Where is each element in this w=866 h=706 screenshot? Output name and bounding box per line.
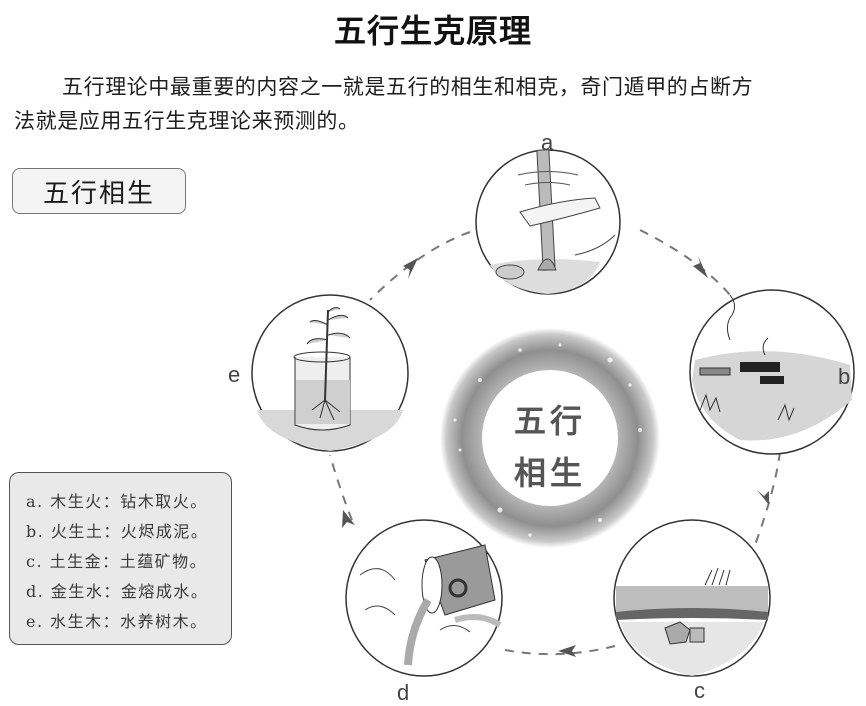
node-label-e: e — [228, 362, 241, 387]
illustration-e-plant-in-water — [251, 294, 409, 452]
illustration-b-burnt-ground — [689, 289, 855, 455]
illustration-d-molten-metal — [345, 519, 503, 677]
legend-item-c: c. 土生金：土蕴矿物。 — [26, 552, 208, 571]
section-label-mutual-generation: 五行相生 — [12, 168, 186, 214]
arrow-e-to-a — [403, 258, 418, 279]
page-title: 五行生克原理 — [333, 12, 532, 50]
legend-item-a: a. 木生火：钻木取火。 — [26, 492, 208, 511]
center-title-line-1: 五行 — [513, 402, 586, 440]
center-ring — [440, 328, 660, 548]
illustration-c-minerals-in-earth — [613, 519, 771, 677]
intro-paragraph: 五行理论中最重要的内容之一就是五行的相生和相克，奇门遁甲的占断方 法就是应用五行… — [14, 70, 862, 138]
node-label-c: c — [694, 678, 705, 703]
cycle-dashed-path — [329, 229, 781, 656]
legend-box: a. 木生火：钻木取火。 b. 火生土：火烬成泥。 c. 土生金：土蕴矿物。 d… — [9, 472, 232, 645]
node-label-a: a — [541, 130, 554, 155]
intro-line-2: 法就是应用五行生克理论来预测的。 — [14, 109, 360, 133]
intro-line-1: 五行理论中最重要的内容之一就是五行的相生和相克，奇门遁甲的占断方 — [62, 75, 754, 99]
legend-item-b: b. 火生土：火烬成泥。 — [26, 522, 209, 541]
arrow-d-to-e — [342, 510, 355, 528]
flow-arrows — [342, 256, 769, 657]
illustration-a-drill-wood-fire — [475, 149, 621, 295]
node-label-b: b — [838, 364, 851, 389]
node-label-d: d — [397, 680, 410, 705]
legend-item-d: d. 金生水：金熔成水。 — [26, 582, 209, 601]
arrow-b-to-c — [757, 490, 769, 505]
arrow-a-to-b — [693, 256, 708, 278]
legend-item-e: e. 水生木：水养树木。 — [26, 612, 208, 631]
arrow-c-to-d — [558, 645, 576, 657]
center-title-line-2: 相生 — [513, 454, 586, 492]
